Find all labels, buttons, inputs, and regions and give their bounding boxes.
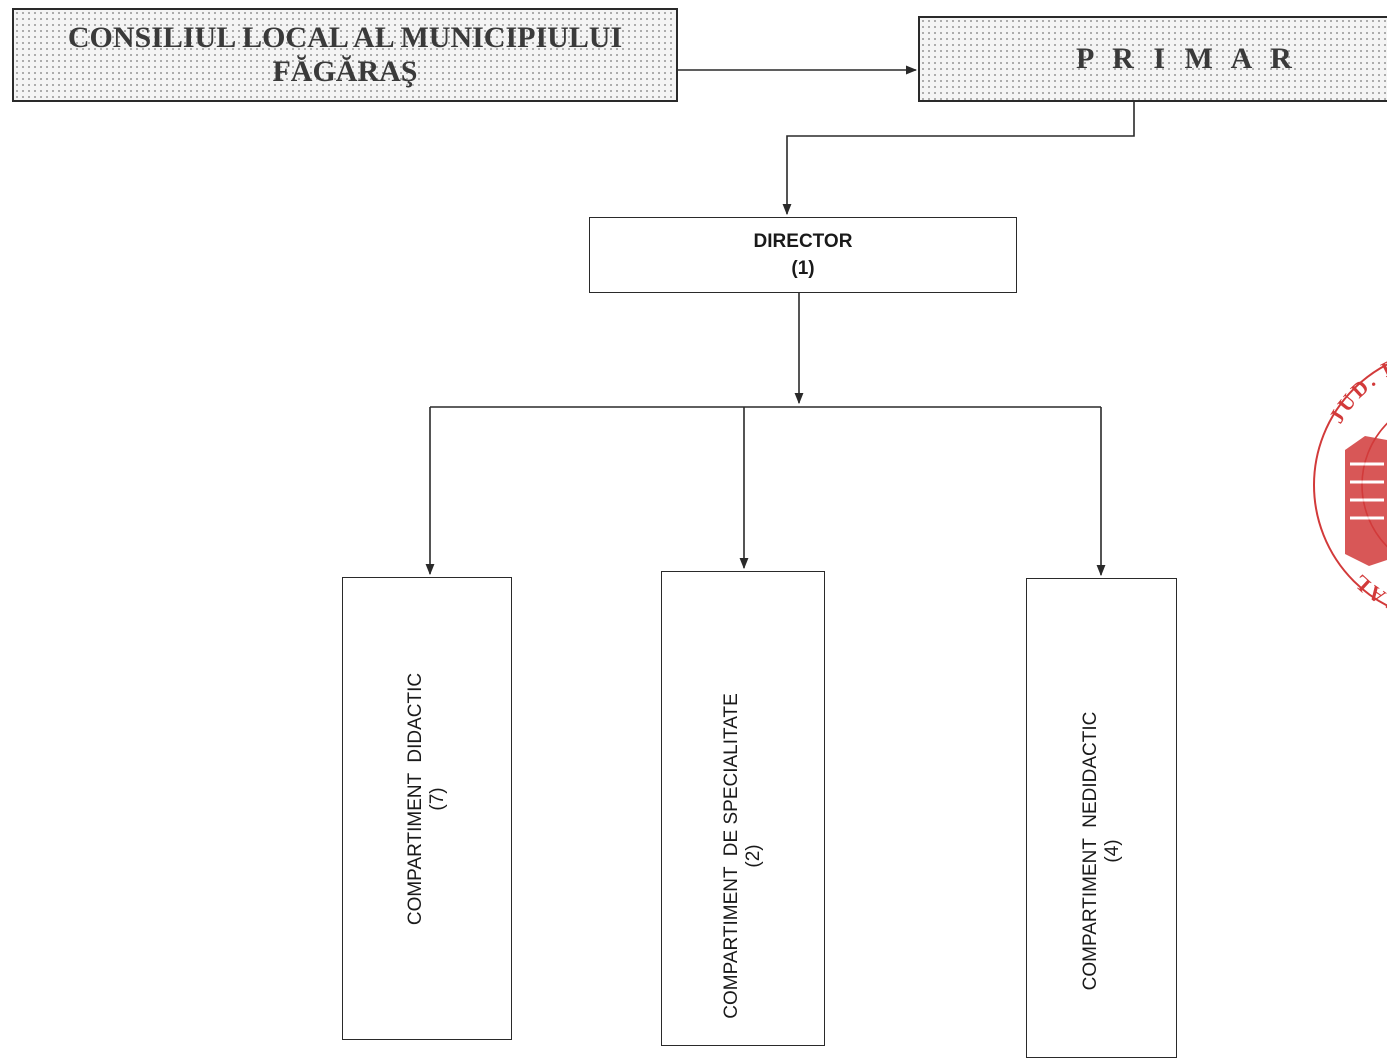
compartment-didactic-count: (7) [427,787,448,811]
director-title: DIRECTOR [753,231,853,252]
director-box: DIRECTOR (1) [589,217,1017,293]
stamp-emblem-icon [1345,436,1387,566]
compartment-nedidactic-count: (4) [1101,839,1123,864]
compartment-specialitate-text: COMPARTIMENT DE SPECIALITATE (2) [721,693,765,1019]
mayor-label: P R I M A R [1076,42,1298,75]
council-title-line1: CONSILIUL LOCAL AL MUNICIPIULUI [67,21,623,54]
compartment-nedidactic-box: COMPARTIMENT NEDIDACTIC (4) [1026,578,1177,1058]
compartment-didactic-text: COMPARTIMENT DIDACTIC (7) [405,673,449,925]
council-box: CONSILIUL LOCAL AL MUNICIPIULUI FĂGĂRAŞ [12,8,678,102]
mayor-to-director-arrow [782,102,1135,216]
mayor-box: P R I M A R [918,16,1387,102]
director-count: (1) [791,258,815,279]
compartment-didactic-box: COMPARTIMENT DIDACTIC (7) [342,577,512,1040]
compartment-specialitate-name: COMPARTIMENT DE SPECIALITATE [721,693,742,1019]
compartment-nedidactic-name: COMPARTIMENT NEDIDACTIC [1079,712,1101,991]
stamp-outer-ring [1313,363,1387,607]
compartment-didactic-name: COMPARTIMENT DIDACTIC [405,673,426,926]
council-title-line2: FĂGĂRAŞ [272,55,418,88]
compartment-specialitate-box: COMPARTIMENT DE SPECIALITATE (2) [661,571,825,1046]
compartment-nedidactic-text: COMPARTIMENT NEDIDACTIC (4) [1080,712,1124,991]
compartment-specialitate-count: (2) [743,844,764,868]
official-stamp-seal: JUD. BRAŞOV · MUNICIPIUL · CONSILIUL LOC… [1313,341,1387,629]
